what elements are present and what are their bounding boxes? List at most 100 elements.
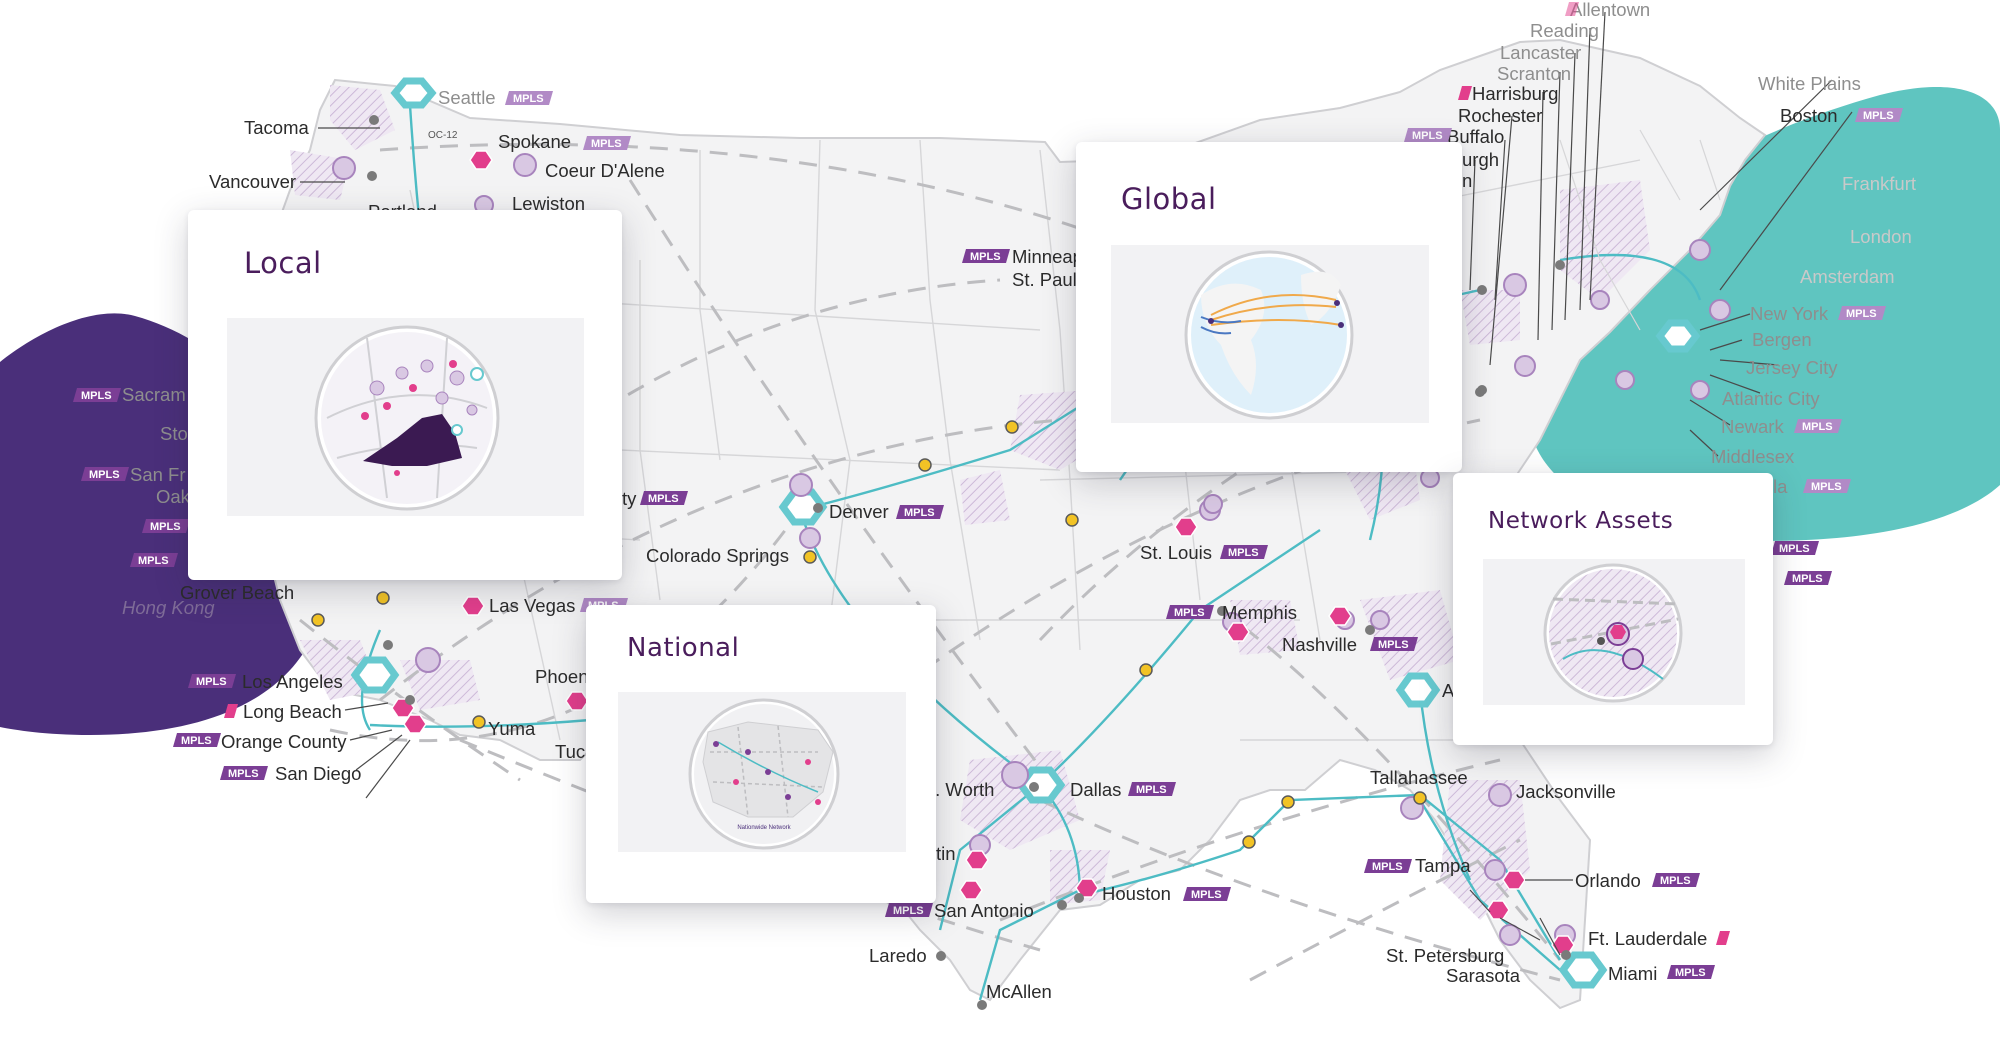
card-network-assets[interactable]: Network Assets	[1453, 473, 1773, 745]
junction-dots	[311, 420, 1427, 849]
svg-text:MPLS: MPLS	[89, 469, 120, 481]
svg-text:MPLS: MPLS	[591, 138, 622, 150]
svg-text:MPLS: MPLS	[1660, 875, 1691, 887]
card-local-title: Local	[244, 246, 322, 280]
svg-text:MPLS: MPLS	[1863, 110, 1894, 122]
teal-blob	[1530, 87, 2000, 541]
card-global-title: Global	[1121, 182, 1217, 216]
hub-los-angeles	[350, 656, 400, 694]
label-sarasota: Sarasota	[1446, 965, 1521, 986]
northeast-borders	[1559, 129, 1721, 331]
label-lancaster: Lancaster	[1500, 42, 1581, 63]
label-miami: Miami	[1608, 963, 1657, 984]
label-new-york: New York	[1750, 303, 1829, 324]
svg-text:MPLS: MPLS	[196, 676, 227, 688]
label-st-petersburg: St. Petersburg	[1386, 945, 1504, 966]
svg-text:MPLS: MPLS	[150, 521, 181, 533]
svg-text:MPLS: MPLS	[1675, 967, 1706, 979]
label-tampa: Tampa	[1415, 855, 1471, 876]
label-jacksonville: Jacksonville	[1516, 781, 1616, 802]
label-las-vegas: Las Vegas	[489, 595, 575, 616]
svg-text:MPLS: MPLS	[1412, 130, 1443, 142]
label-salt-lake: ty	[622, 488, 637, 509]
national-thumbnail: Nationwide Network	[618, 692, 906, 852]
label-memphis: Memphis	[1222, 602, 1297, 623]
card-network-assets-title: Network Assets	[1488, 508, 1674, 534]
label-bergen: Bergen	[1752, 329, 1812, 350]
label-los-angeles: Los Angeles	[242, 671, 343, 692]
card-local[interactable]: Local	[188, 210, 622, 580]
label-pittsburgh: urgh	[1462, 149, 1499, 170]
svg-text:MPLS: MPLS	[1136, 784, 1167, 796]
hub-seattle	[390, 77, 437, 109]
label-boston: Boston	[1780, 105, 1838, 126]
label-san-francisco: San Fr	[130, 464, 186, 485]
label-colorado-springs: Colorado Springs	[646, 545, 789, 566]
label-ft-lauderdale: Ft. Lauderdale	[1588, 928, 1707, 949]
label-hong-kong: Hong Kong	[122, 597, 215, 618]
label-long-beach: Long Beach	[243, 701, 342, 722]
label-seattle: Seattle	[438, 87, 496, 108]
svg-text:MPLS: MPLS	[1802, 421, 1833, 433]
card-global[interactable]: Global	[1076, 142, 1462, 472]
label-laredo: Laredo	[869, 945, 927, 966]
label-allentown: Allentown	[1570, 0, 1650, 20]
svg-text:MPLS: MPLS	[228, 768, 259, 780]
label-oc12: OC-12	[428, 130, 458, 141]
label-newark: Newark	[1721, 416, 1784, 437]
card-national-title: National	[627, 633, 740, 663]
label-jersey-city: Jersey City	[1746, 357, 1838, 378]
city-labels: Allentown Reading Lancaster Scranton Har…	[122, 0, 1916, 1002]
svg-text:MPLS: MPLS	[181, 735, 212, 747]
assets-thumbnail	[1483, 559, 1745, 705]
svg-text:MPLS: MPLS	[1779, 543, 1810, 555]
svg-text:MPLS: MPLS	[1174, 607, 1205, 619]
hub-dallas	[1016, 766, 1066, 804]
label-harrisburg: Harrisburg	[1472, 83, 1558, 104]
svg-text:MPLS: MPLS	[1811, 481, 1842, 493]
label-atlantic-city: Atlantic City	[1722, 388, 1820, 409]
dashed-routes	[299, 142, 1562, 982]
label-vancouver: Vancouver	[209, 171, 296, 192]
card-national[interactable]: National Nationwide Network	[586, 605, 936, 903]
hubs	[350, 77, 1701, 989]
label-coeur: Coeur D'Alene	[545, 160, 665, 181]
label-grover-beach: Grover Beach	[180, 582, 294, 603]
svg-text:MPLS: MPLS	[1792, 573, 1823, 585]
label-spokane: Spokane	[498, 131, 571, 152]
svg-text:MPLS: MPLS	[893, 905, 924, 917]
svg-text:MPLS: MPLS	[904, 507, 935, 519]
svg-text:MPLS: MPLS	[1228, 547, 1259, 559]
label-sacramento: Sacram	[122, 384, 186, 405]
label-dallas: Dallas	[1070, 779, 1121, 800]
global-thumbnail	[1111, 245, 1429, 423]
label-houston: Houston	[1102, 883, 1171, 904]
label-buffalo: Buffalo	[1447, 126, 1504, 147]
northeast-leaders	[300, 11, 1853, 956]
label-denver: Denver	[829, 501, 889, 522]
label-phoenix: Phoen	[535, 666, 589, 687]
label-stockton: Sto	[160, 423, 188, 444]
label-tacoma: Tacoma	[244, 117, 309, 138]
svg-text:MPLS: MPLS	[1191, 889, 1222, 901]
hub-new-york	[1655, 319, 1701, 353]
svg-text:MPLS: MPLS	[1372, 861, 1403, 873]
label-mcallen: McAllen	[986, 981, 1052, 1002]
label-tucson: Tuc	[555, 741, 585, 762]
mpls-badges: MPLS MPLS MPLS MPLS MPLS MPLS MPLS MPLS …	[73, 2, 1903, 979]
label-lewiston: Lewiston	[512, 193, 585, 214]
label-orlando: Orlando	[1575, 870, 1641, 891]
svg-text:MPLS: MPLS	[648, 493, 679, 505]
label-cleveland: n	[1462, 170, 1472, 191]
svg-text:MPLS: MPLS	[138, 555, 169, 567]
svg-text:MPLS: MPLS	[970, 251, 1001, 263]
label-reading: Reading	[1530, 20, 1599, 41]
node-dots	[367, 115, 1571, 1010]
hub-atlanta	[1395, 672, 1441, 708]
label-oakland: Oak	[156, 486, 191, 507]
svg-text:MPLS: MPLS	[81, 390, 112, 402]
label-rochester: Rochester	[1458, 105, 1542, 126]
svg-text:MPLS: MPLS	[513, 93, 544, 105]
label-white-plains: White Plains	[1758, 73, 1861, 94]
label-st-louis: St. Louis	[1140, 542, 1212, 563]
